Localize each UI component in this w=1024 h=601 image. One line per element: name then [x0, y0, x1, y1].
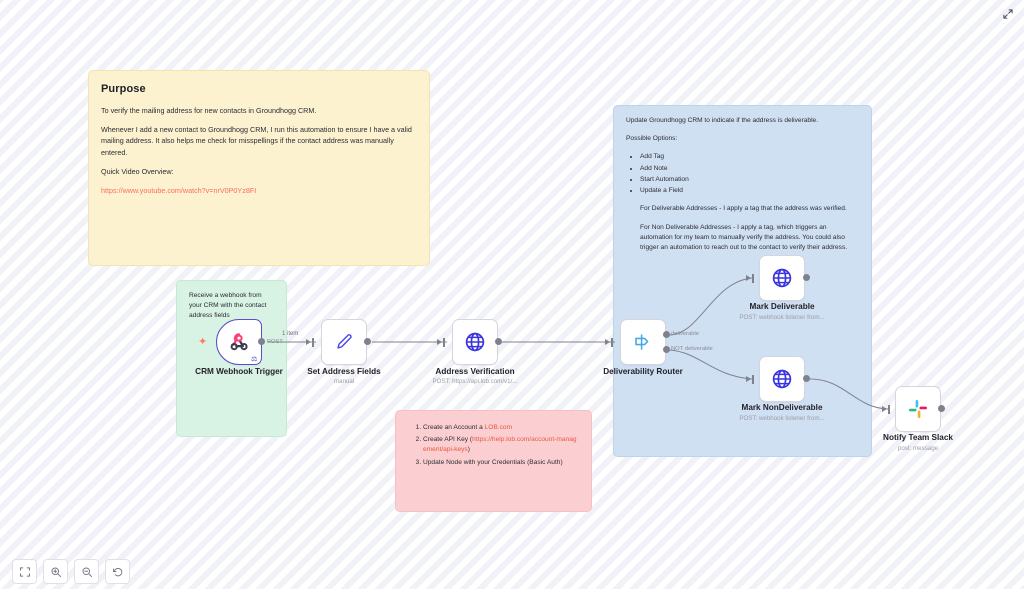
expand-canvas-button[interactable] — [1000, 6, 1016, 22]
reset-zoom-button[interactable] — [105, 559, 130, 584]
sticky-note-crm-update-body: Update Groundhogg CRM to indicate if the… — [614, 106, 871, 263]
set-fields-output-port[interactable] — [364, 338, 371, 345]
node-sublabel-notify-team-slack: post: message — [897, 445, 939, 452]
sticky-note-purpose-body: Purpose To verify the mailing address fo… — [89, 71, 429, 206]
set-fields-input-bar — [312, 338, 314, 347]
zoom-out-button[interactable] — [74, 559, 99, 584]
slack-input-arrow — [882, 405, 887, 412]
router-input-arrow — [605, 338, 610, 345]
setup-step-2-text: Create API Key ( — [423, 436, 473, 444]
mark-nondeliverable-output-port[interactable] — [803, 375, 810, 382]
crm-update-option: Update a Field — [640, 186, 859, 196]
crm-update-option: Add Tag — [640, 152, 859, 162]
crm-update-option: Start Automation — [640, 175, 859, 185]
mark-deliverable-input-arrow — [746, 274, 751, 281]
node-label-address-verification: Address Verification — [435, 367, 515, 376]
fit-screen-icon — [19, 566, 30, 577]
globe-icon — [772, 268, 792, 288]
router-output-label-not-deliverable: NOT deliverable — [671, 346, 713, 352]
setup-step-3: Update Node with your Credentials (Basic… — [423, 458, 579, 468]
node-label-notify-team-slack: Notify Team Slack — [883, 433, 953, 442]
purpose-paragraph-3: Quick Video Overview: — [101, 166, 174, 176]
setup-step-1: Create an Account a LOB.com — [423, 423, 579, 433]
sticky-note-purpose[interactable]: Purpose To verify the mailing address fo… — [88, 70, 430, 266]
crm-update-options-list: Add Tag Add Note Start Automation Update… — [626, 152, 859, 196]
crm-update-paragraph-1: Update Groundhogg CRM to indicate if the… — [626, 117, 819, 124]
canvas-zoom-toolbar — [12, 559, 130, 584]
node-deliverability-router[interactable] — [620, 319, 666, 365]
zoom-to-fit-button[interactable] — [12, 559, 37, 584]
address-verification-input-arrow — [437, 338, 442, 345]
node-sublabel-mark-nondeliverable: POST: webhook listener from... — [739, 415, 825, 422]
node-label-crm-webhook-trigger: CRM Webhook Trigger — [195, 367, 283, 376]
api-keys-doc-link[interactable]: https://help.lob.com/account-management/… — [423, 436, 577, 454]
globe-icon — [465, 332, 485, 352]
node-set-address-fields[interactable] — [321, 319, 367, 365]
webhook-icon — [230, 333, 248, 351]
crm-update-option: Add Note — [640, 164, 859, 174]
node-label-mark-deliverable: Mark Deliverable — [749, 302, 815, 311]
webhook-output-port[interactable] — [258, 338, 265, 345]
crm-update-paragraph-4: For Non Deliverable Addresses - I apply … — [640, 223, 848, 251]
slack-input-bar — [888, 405, 890, 414]
setup-step-2-suffix: ) — [467, 446, 470, 454]
router-output-port-not-deliverable[interactable] — [663, 346, 670, 353]
zoom-in-button[interactable] — [43, 559, 68, 584]
purpose-paragraph-2: Whenever I add a new contact to Groundho… — [101, 125, 412, 157]
slack-output-port[interactable] — [938, 405, 945, 412]
mark-nondeliverable-input-arrow — [746, 375, 751, 382]
trigger-bolt-icon: ✦ — [198, 336, 208, 348]
node-label-deliverability-router: Deliverability Router — [603, 367, 683, 376]
mark-deliverable-input-bar — [752, 274, 754, 283]
node-sublabel-address-verification: POST: https://api.lob.com/v1/... — [432, 378, 518, 385]
setup-step-2: Create API Key (https://help.lob.com/acc… — [423, 435, 579, 455]
lob-com-link[interactable]: LOB.com — [484, 424, 513, 431]
setup-steps-list: Create an Account a LOB.com Create API K… — [408, 423, 579, 468]
sticky-note-setup[interactable]: Create an Account a LOB.com Create API K… — [395, 410, 592, 512]
magnifier-plus-icon — [50, 566, 61, 577]
node-sublabel-set-address-fields: manual — [333, 378, 355, 385]
node-address-verification[interactable] — [452, 319, 498, 365]
sticky-note-trigger-body: Receive a webhook from your CRM with the… — [189, 292, 267, 320]
router-output-port-deliverable[interactable] — [663, 331, 670, 338]
purpose-video-link[interactable]: https://www.youtube.com/watch?v=nrV0P0Yz… — [101, 185, 257, 195]
connection-label-1-item: 1 item — [282, 331, 299, 337]
undo-arrow-icon — [112, 567, 122, 576]
node-notify-team-slack[interactable] — [895, 386, 941, 432]
setup-step-1-text: Create an Account a — [423, 424, 485, 431]
node-sublabel-mark-deliverable: POST: webhook listener from... — [739, 314, 825, 321]
purpose-paragraph-1: To verify the mailing address for new co… — [101, 106, 317, 116]
crm-update-paragraph-2: Possible Options: — [626, 135, 678, 143]
set-fields-input-arrow — [306, 338, 311, 345]
address-verification-output-port[interactable] — [495, 338, 502, 345]
node-label-mark-nondeliverable: Mark NonDeliverable — [741, 403, 823, 412]
magnifier-minus-icon — [81, 566, 92, 577]
purpose-title: Purpose — [101, 83, 146, 95]
globe-icon — [772, 369, 792, 389]
mark-deliverable-output-port[interactable] — [803, 274, 810, 281]
switch-icon — [635, 334, 649, 350]
address-verification-input-bar — [443, 338, 445, 347]
expand-arrows-icon — [1003, 9, 1013, 19]
mark-nondeliverable-input-bar — [752, 375, 754, 384]
router-output-label-deliverable: deliverable — [671, 331, 700, 337]
pin-icon[interactable]: ⚖ — [251, 356, 258, 363]
canvas-bottom-strip — [0, 589, 1024, 601]
sticky-note-trigger[interactable]: Receive a webhook from your CRM with the… — [176, 280, 287, 437]
pencil-icon — [337, 334, 352, 349]
slack-icon — [909, 400, 927, 418]
node-label-set-address-fields: Set Address Fields — [307, 367, 381, 376]
crm-update-paragraph-3: For Deliverable Addresses - I apply a ta… — [640, 205, 847, 213]
router-input-bar — [611, 338, 613, 347]
node-mark-deliverable[interactable] — [759, 255, 805, 301]
sticky-note-setup-body: Create an Account a LOB.com Create API K… — [396, 411, 591, 480]
webhook-output-port-label: POST — [267, 339, 283, 345]
node-mark-nondeliverable[interactable] — [759, 356, 805, 402]
